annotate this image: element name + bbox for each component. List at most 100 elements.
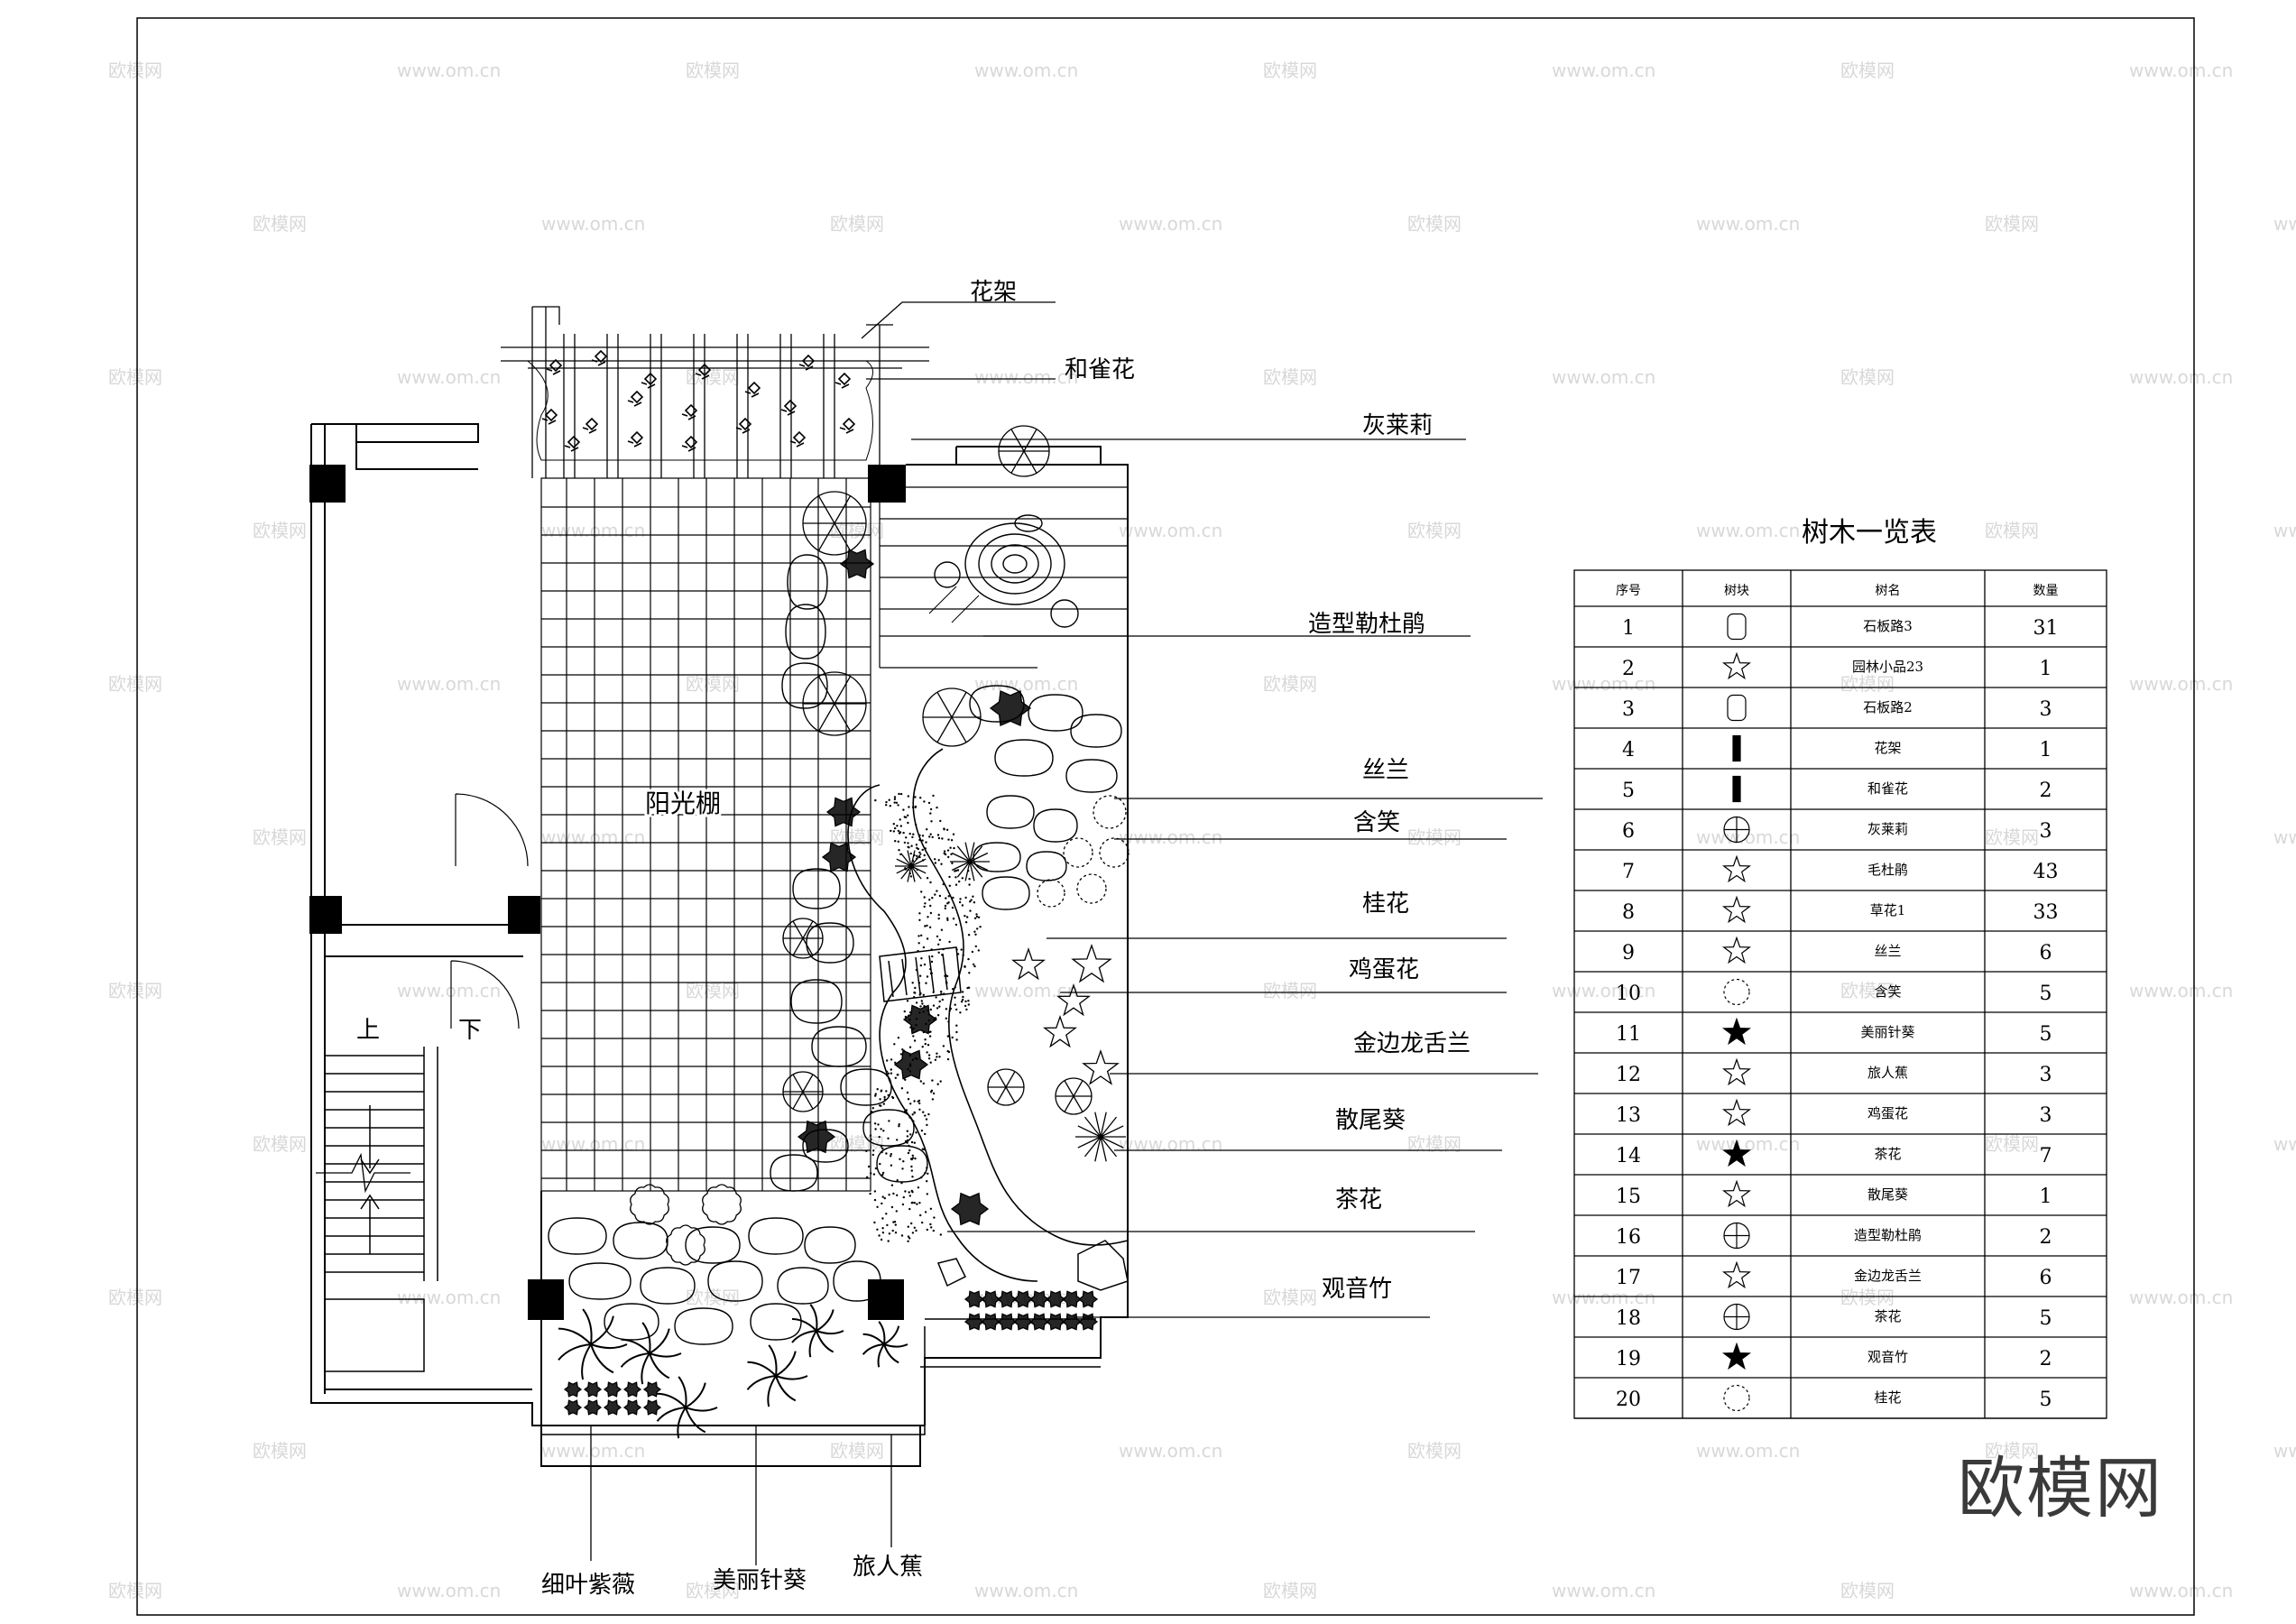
starburst-ray [969, 852, 989, 863]
watermark-tile: www.om.cn [541, 1133, 645, 1155]
pebble-dot [969, 909, 972, 912]
dense-shrub-icon [642, 1381, 662, 1398]
circle-segment-line [1023, 450, 1037, 474]
pebble-dot [925, 1118, 928, 1121]
pebble-dot [924, 847, 927, 850]
pebble-dot [899, 825, 902, 827]
pebble-dot [931, 897, 934, 900]
pebble-dot [865, 1149, 868, 1153]
table-cell-qty: 1 [2040, 1186, 2052, 1208]
pebble-dot [894, 1076, 897, 1080]
pebble-dot [878, 1234, 881, 1237]
pebble-dot [923, 854, 926, 857]
stepping-stone [986, 795, 1035, 829]
pebble-dot [954, 870, 956, 872]
pebble-dot [946, 918, 949, 921]
dashed-circle-icon [1093, 795, 1127, 829]
pebble-dot [936, 1052, 938, 1055]
table-cell-name: 石板路3 [1863, 618, 1913, 634]
pebble-dot [964, 921, 968, 924]
pebble-dot [913, 1100, 916, 1103]
rocks [936, 1240, 1129, 1291]
pebble-dot [881, 1195, 884, 1198]
label-hequehua: 和雀花 [1065, 356, 1135, 383]
watermark-tile: 欧模网 [108, 980, 162, 1001]
pebble-dot [938, 894, 942, 898]
table-cell-no: 5 [1622, 780, 1635, 802]
pebble-dot [899, 792, 903, 796]
table-header: 序号 [1616, 584, 1641, 598]
label-yangguang: 阳光棚 [645, 789, 721, 818]
shrub-icon [541, 408, 558, 425]
starburst-ray [910, 865, 916, 882]
pebble-dot [874, 798, 877, 802]
table-cell-no: 6 [1622, 820, 1635, 843]
watermark-tile: www.om.cn [397, 1287, 501, 1308]
pebble-dot [904, 1140, 908, 1143]
pebble-dot [929, 1008, 933, 1011]
wood-deck [879, 486, 1128, 669]
pebble-dot [921, 1002, 924, 1005]
pebble-dot [938, 1056, 941, 1058]
table-cell-name: 和雀花 [1867, 780, 1908, 797]
pebble-dot [922, 1111, 925, 1113]
watermark-tile: 欧模网 [686, 1580, 740, 1601]
star-icon [1011, 947, 1046, 981]
pebble-dot [917, 942, 920, 945]
stepping-stone [604, 1303, 659, 1341]
pebble-dot [966, 916, 969, 918]
pebble-dot [920, 1130, 924, 1132]
stepping-stone [806, 922, 854, 964]
pebble-dot [876, 1228, 879, 1232]
circle-segment-line [1005, 1071, 1016, 1088]
pebble-dot [924, 1038, 927, 1041]
pebble-dot [880, 1238, 883, 1241]
pebble-dot [936, 890, 938, 892]
starburst-ray [969, 845, 983, 863]
star-icon [1082, 1049, 1120, 1085]
dashed-circle-icon [1063, 837, 1093, 868]
pebble-dot [869, 1134, 872, 1137]
label-huajia: 花架 [970, 279, 1017, 306]
stepping-stone [876, 1145, 928, 1183]
pebble-dot [921, 835, 925, 837]
pebble-dot [881, 1227, 884, 1230]
pebble-dot [916, 1203, 918, 1205]
watermark-tile: www.om.cn [2129, 1287, 2233, 1308]
pebble-dot [923, 905, 926, 909]
stone-slab-icon [1727, 613, 1747, 641]
pebble-dot [904, 1078, 907, 1082]
starburst-ray [1077, 1125, 1102, 1138]
pebble-dot [975, 915, 979, 918]
stepping-stone [707, 1260, 763, 1302]
watermark-tile: www.om.cn [2129, 60, 2233, 81]
pebble-dot [947, 1050, 951, 1054]
pebble-dot [890, 1058, 893, 1061]
starburst-ray [910, 853, 922, 867]
starburst-ray [969, 861, 989, 872]
watermark-tile: 欧模网 [1985, 213, 2039, 235]
pinwheel-icon [581, 1343, 592, 1380]
pebble-dot [888, 1120, 890, 1122]
table-cell-no: 19 [1616, 1348, 1641, 1370]
watermark-tile: 欧模网 [1840, 980, 1895, 1001]
pebble-dot [920, 957, 923, 960]
stepping-stone [640, 1267, 696, 1305]
shrub-icon [564, 435, 581, 452]
pebble-dot [890, 1072, 893, 1075]
pebble-dot [967, 986, 971, 989]
pebble-dot [932, 1229, 936, 1232]
pebble-dot [920, 1176, 923, 1179]
pebble-dot [887, 1072, 890, 1075]
watermark-tile: 欧模网 [108, 60, 162, 81]
pebble-dot [898, 849, 900, 852]
pebble-dot [928, 926, 932, 929]
pebble-dot [918, 838, 921, 842]
pebble-dot [905, 1109, 908, 1112]
stepping-stone [785, 604, 826, 660]
pebble-dot [945, 974, 949, 978]
table-cell-name: 桂花 [1874, 1389, 1901, 1406]
pebble-dot [928, 1035, 932, 1038]
watermark-tile: 欧模网 [253, 213, 307, 235]
table-cell-no: 11 [1616, 1023, 1641, 1046]
